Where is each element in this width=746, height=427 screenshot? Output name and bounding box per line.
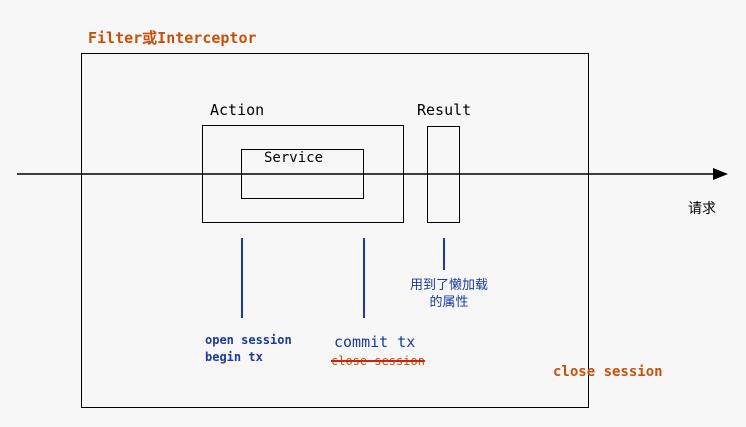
close-session-struck-label: close session bbox=[331, 354, 425, 368]
open-session-marker bbox=[241, 238, 243, 318]
commit-tx-label: commit tx bbox=[334, 333, 416, 351]
lazy-load-label: 用到了懒加载的属性 bbox=[410, 278, 489, 310]
open-session-label: open session bbox=[205, 333, 292, 347]
lazy-load-marker bbox=[443, 238, 445, 270]
service-label: Service bbox=[264, 150, 324, 166]
action-label: Action bbox=[210, 101, 265, 119]
request-arrow-head bbox=[713, 168, 728, 180]
request-label: 请求 bbox=[688, 201, 716, 217]
close-session-label: close session bbox=[553, 364, 663, 380]
result-label: Result bbox=[417, 101, 472, 119]
filter-box bbox=[81, 53, 589, 408]
begin-tx-label: begin tx bbox=[205, 350, 263, 364]
commit-tx-marker bbox=[363, 238, 365, 318]
filter-title: Filter或Interceptor bbox=[88, 29, 257, 47]
